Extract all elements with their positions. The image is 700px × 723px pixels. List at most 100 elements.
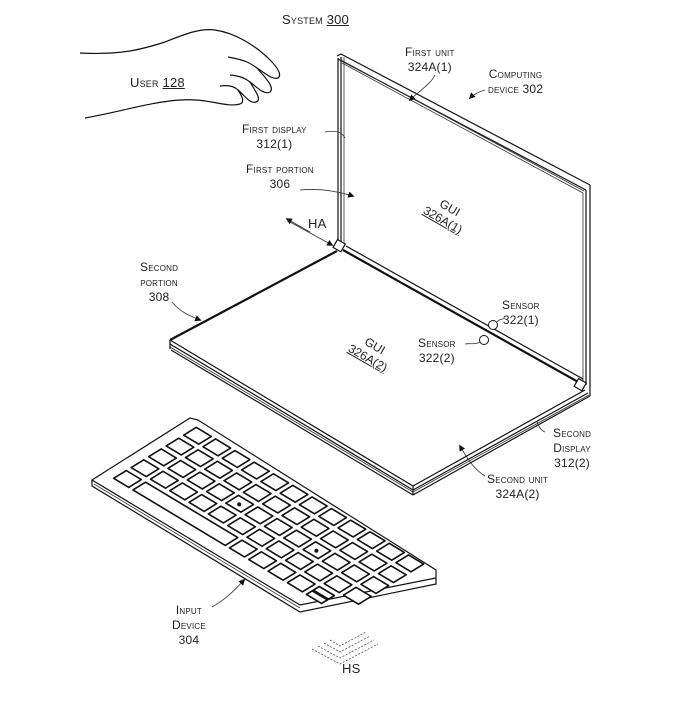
- second-unit-label: Second unit 324A(2): [487, 472, 548, 502]
- keyboard-key: [300, 518, 330, 537]
- second-display-line2: Display: [553, 441, 591, 455]
- user-hand: [79, 29, 281, 119]
- second-portion-line1: Second: [140, 260, 179, 274]
- keyboard-key: [319, 530, 350, 549]
- input-device-line3: 304: [178, 633, 200, 647]
- input-device-line2: Device: [172, 618, 206, 632]
- keyboard-key: [284, 551, 315, 571]
- keyboard-key: [182, 426, 213, 445]
- keyboard-key: [298, 496, 328, 515]
- first-display-label: First display 312(1): [242, 122, 307, 152]
- keyboard: [90, 417, 437, 613]
- keyboard-key: [247, 550, 278, 570]
- ha-arrow-b: [285, 218, 311, 233]
- second-display-label: Second Display 312(2): [553, 426, 591, 471]
- computing-device-line2: device 302: [488, 82, 544, 96]
- keyboard-key: [356, 530, 386, 550]
- keyboard-key: [167, 459, 197, 479]
- keyboard-key: [205, 482, 236, 502]
- second-display-line1: Second: [553, 426, 592, 440]
- hinge-axis-label: HA: [308, 216, 327, 231]
- keyboard-key: [377, 564, 407, 584]
- haptic-signal-waves: [311, 631, 379, 665]
- keyboard-key: [223, 472, 253, 491]
- second-unit-line1: Second unit: [487, 472, 549, 486]
- keyboard-key: [242, 483, 272, 503]
- computing-device-line1: Computing: [488, 67, 543, 81]
- keyboard-arrow-down: [305, 590, 329, 605]
- keyboard-key: [321, 552, 351, 571]
- second-portion-line2: portion: [140, 275, 178, 289]
- keyboard-key: [279, 484, 309, 503]
- keyboard-key: [203, 460, 234, 479]
- computing-device-arrow: [468, 89, 486, 100]
- input-device-label: Input Device 304: [172, 603, 206, 648]
- keyboard-key: [226, 516, 257, 536]
- haptic-signal-label: HS: [342, 661, 361, 676]
- second-portion: [169, 250, 591, 496]
- ha-arrow-a: [289, 221, 334, 246]
- keyboard-key: [112, 469, 143, 489]
- keyboard-key: [340, 564, 371, 583]
- keyboard-key: [149, 470, 179, 489]
- keyboard-key: [244, 506, 274, 525]
- sensor-2-leader: [464, 341, 481, 345]
- sensor-2-line1: Sensor: [418, 336, 456, 350]
- keyboard-key: [342, 586, 372, 605]
- keyboard-key: [263, 517, 293, 537]
- keyboard-spacebar: [132, 481, 239, 547]
- second-display-leader: [536, 420, 546, 433]
- first-unit-line1: First unit: [405, 45, 455, 59]
- first-portion-line2: 306: [269, 177, 291, 191]
- keyboard-key: [147, 448, 178, 467]
- keyboard-key: [240, 461, 271, 480]
- first-portion: [336, 53, 591, 385]
- input-device-line1: Input: [175, 603, 202, 617]
- first-portion-arrow: [299, 189, 355, 198]
- keyboard-key: [281, 506, 311, 526]
- keyboard-key: [165, 437, 195, 456]
- first-portion-line1: First portion: [246, 162, 314, 176]
- keyboard-key: [130, 458, 160, 478]
- keyboard-key: [260, 472, 290, 492]
- hinge: [332, 238, 588, 392]
- user-label: User 128: [130, 75, 185, 90]
- sensor-1-line2: 322(1): [502, 313, 539, 327]
- first-unit-arrow: [408, 74, 436, 102]
- keyboard-key: [186, 471, 216, 490]
- sensor-1-line1: Sensor: [502, 298, 540, 312]
- keyboard-key: [360, 575, 390, 595]
- keyboard-key: [221, 449, 251, 469]
- figure-title-text: System: [282, 12, 323, 27]
- computing-device-label: Computing device 302: [488, 67, 543, 97]
- user-label-ref: 128: [162, 75, 185, 90]
- first-display-line1: First display: [242, 122, 307, 136]
- keyboard-home-nub: [237, 502, 242, 507]
- keyboard-key: [188, 493, 218, 513]
- keyboard-key: [317, 507, 348, 527]
- first-unit-label: First unit 324A(1): [405, 45, 455, 75]
- keyboard-key: [282, 529, 313, 548]
- first-unit-line2: 324A(1): [407, 60, 452, 74]
- second-unit-arrow: [459, 444, 486, 477]
- keyboard-key: [337, 519, 367, 538]
- second-portion-label: Second portion 308: [140, 260, 178, 305]
- sensor-322-2: [479, 335, 489, 345]
- hinge-left: [332, 238, 347, 253]
- second-display-line3: 312(2): [554, 456, 590, 470]
- keyboard-key: [207, 505, 237, 524]
- hinge-right: [573, 377, 588, 392]
- sensor-1-label: Sensor 322(1): [502, 298, 540, 328]
- sensor-2-line2: 322(2): [418, 351, 455, 365]
- keyboard-key: [395, 554, 425, 573]
- keyboard-key: [246, 528, 276, 547]
- keyboard-key: [267, 562, 297, 581]
- first-display-leader: [324, 130, 346, 139]
- input-device-arrow: [211, 578, 246, 608]
- second-portion-arrow: [171, 301, 202, 322]
- keyboard-key: [202, 438, 232, 457]
- second-portion-line3: 308: [148, 290, 170, 304]
- keyboard-key: [375, 542, 406, 561]
- keyboard-key: [323, 574, 353, 594]
